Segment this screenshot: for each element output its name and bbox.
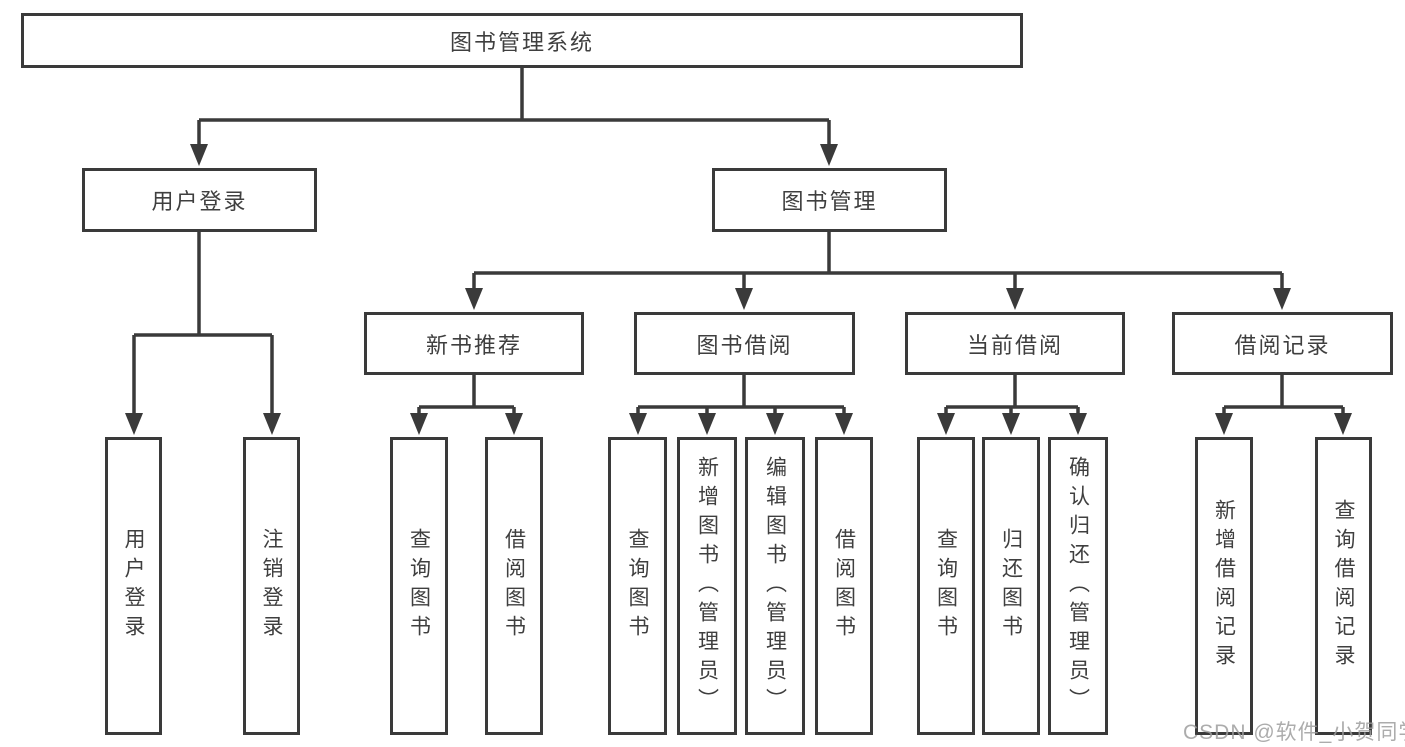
node-user-login: 用户登录	[82, 168, 317, 232]
node-new-book-recommendation: 新书推荐	[364, 312, 584, 375]
node-book-borrowing: 图书借阅	[634, 312, 855, 375]
node-book-management: 图书管理	[712, 168, 947, 232]
leaf-query-books-borrow: 查询图书	[608, 437, 667, 735]
leaf-query-borrow-record: 查询借阅记录	[1315, 437, 1372, 735]
node-current-borrowing: 当前借阅	[905, 312, 1125, 375]
leaf-confirm-return-admin: 确认归还（管理员）	[1048, 437, 1108, 735]
leaf-edit-books-admin: 编辑图书（管理员）	[745, 437, 805, 735]
node-borrowing-records: 借阅记录	[1172, 312, 1393, 375]
leaf-borrow-books: 借阅图书	[815, 437, 873, 735]
csdn-watermark: CSDN @软件_小贺同学	[1183, 721, 1405, 744]
leaf-borrow-books-recommend: 借阅图书	[485, 437, 543, 735]
leaf-add-books-admin: 新增图书（管理员）	[677, 437, 737, 735]
leaf-query-books-recommend: 查询图书	[390, 437, 448, 735]
leaf-logout: 注销登录	[243, 437, 300, 735]
leaf-user-login: 用户登录	[105, 437, 162, 735]
node-root-library-management-system: 图书管理系统	[21, 13, 1023, 68]
leaf-query-books-current: 查询图书	[917, 437, 975, 735]
leaf-return-books: 归还图书	[982, 437, 1040, 735]
leaf-add-borrow-record: 新增借阅记录	[1195, 437, 1253, 735]
